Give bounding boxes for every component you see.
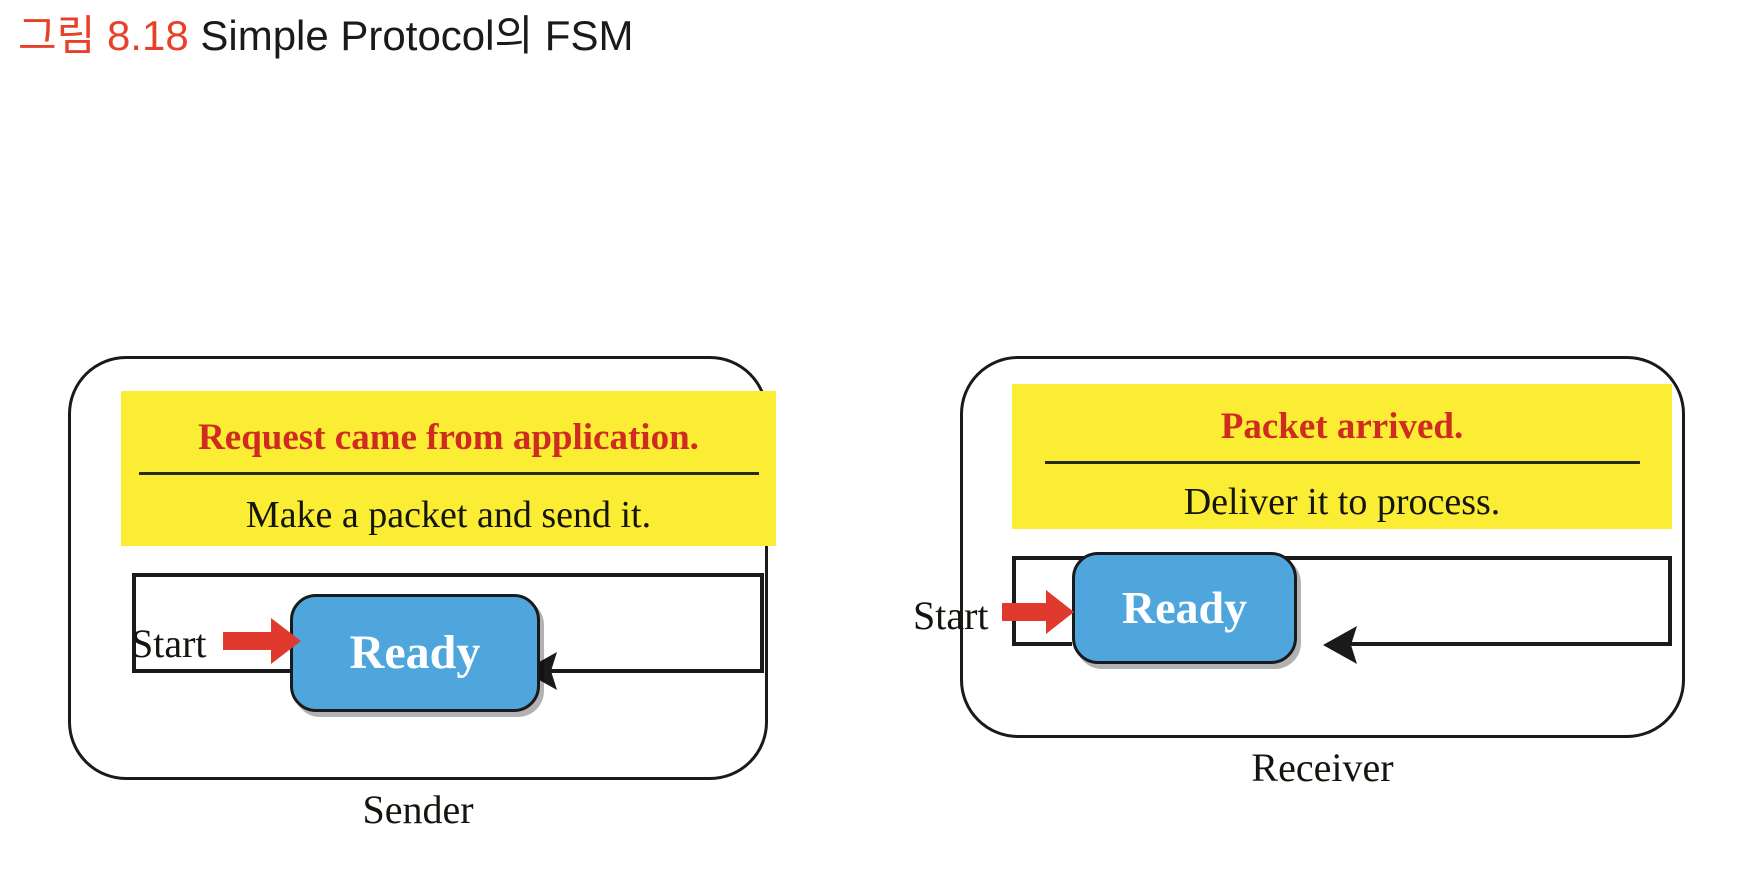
receiver-action-text: Deliver it to process. [1183, 481, 1501, 523]
receiver-self-loop [1012, 556, 1672, 646]
sender-note-divider [138, 472, 759, 475]
sender-self-loop-bottom-left [132, 669, 304, 673]
receiver-self-loop-bottom-right [1338, 642, 1672, 646]
receiver-start-label: Start [913, 593, 989, 638]
receiver-self-loop-bottom-left [1012, 642, 1072, 646]
sender-loop-arrowhead [523, 652, 557, 690]
figure-number: 그림 8.18 [18, 12, 189, 59]
figure-caption: 그림 8.18 Simple Protocol의 FSM [18, 8, 633, 64]
sender-state-ready[interactable]: Ready [290, 594, 540, 712]
receiver-event-text: Packet arrived. [1220, 406, 1464, 447]
fsm-panel-sender: Request came from application. Make a pa… [68, 356, 776, 780]
sender-role-caption: Sender [362, 787, 474, 832]
receiver-start-arrow-icon [1002, 590, 1074, 634]
sender-self-loop-bottom-right [538, 669, 764, 673]
sender-action-text: Make a packet and send it. [245, 494, 652, 536]
receiver-event-note: Packet arrived. Deliver it to process. [1012, 384, 1672, 529]
fsm-panel-receiver: Packet arrived. Deliver it to process. R… [913, 356, 1685, 738]
sender-start-arrow-icon [223, 618, 301, 664]
sender-event-note: Request came from application. Make a pa… [121, 391, 776, 546]
receiver-loop-arrowhead [1323, 626, 1357, 664]
receiver-role-caption: Receiver [1251, 745, 1394, 790]
receiver-note-divider [1044, 461, 1640, 464]
receiver-state-label: Ready [1121, 582, 1248, 633]
sender-start-label: Start [131, 621, 207, 666]
sender-state-label: Ready [349, 626, 481, 679]
sender-event-text: Request came from application. [198, 417, 699, 458]
figure-title: Simple Protocol의 FSM [188, 12, 634, 59]
sender-self-loop [132, 573, 764, 673]
receiver-state-ready[interactable]: Ready [1072, 552, 1297, 664]
